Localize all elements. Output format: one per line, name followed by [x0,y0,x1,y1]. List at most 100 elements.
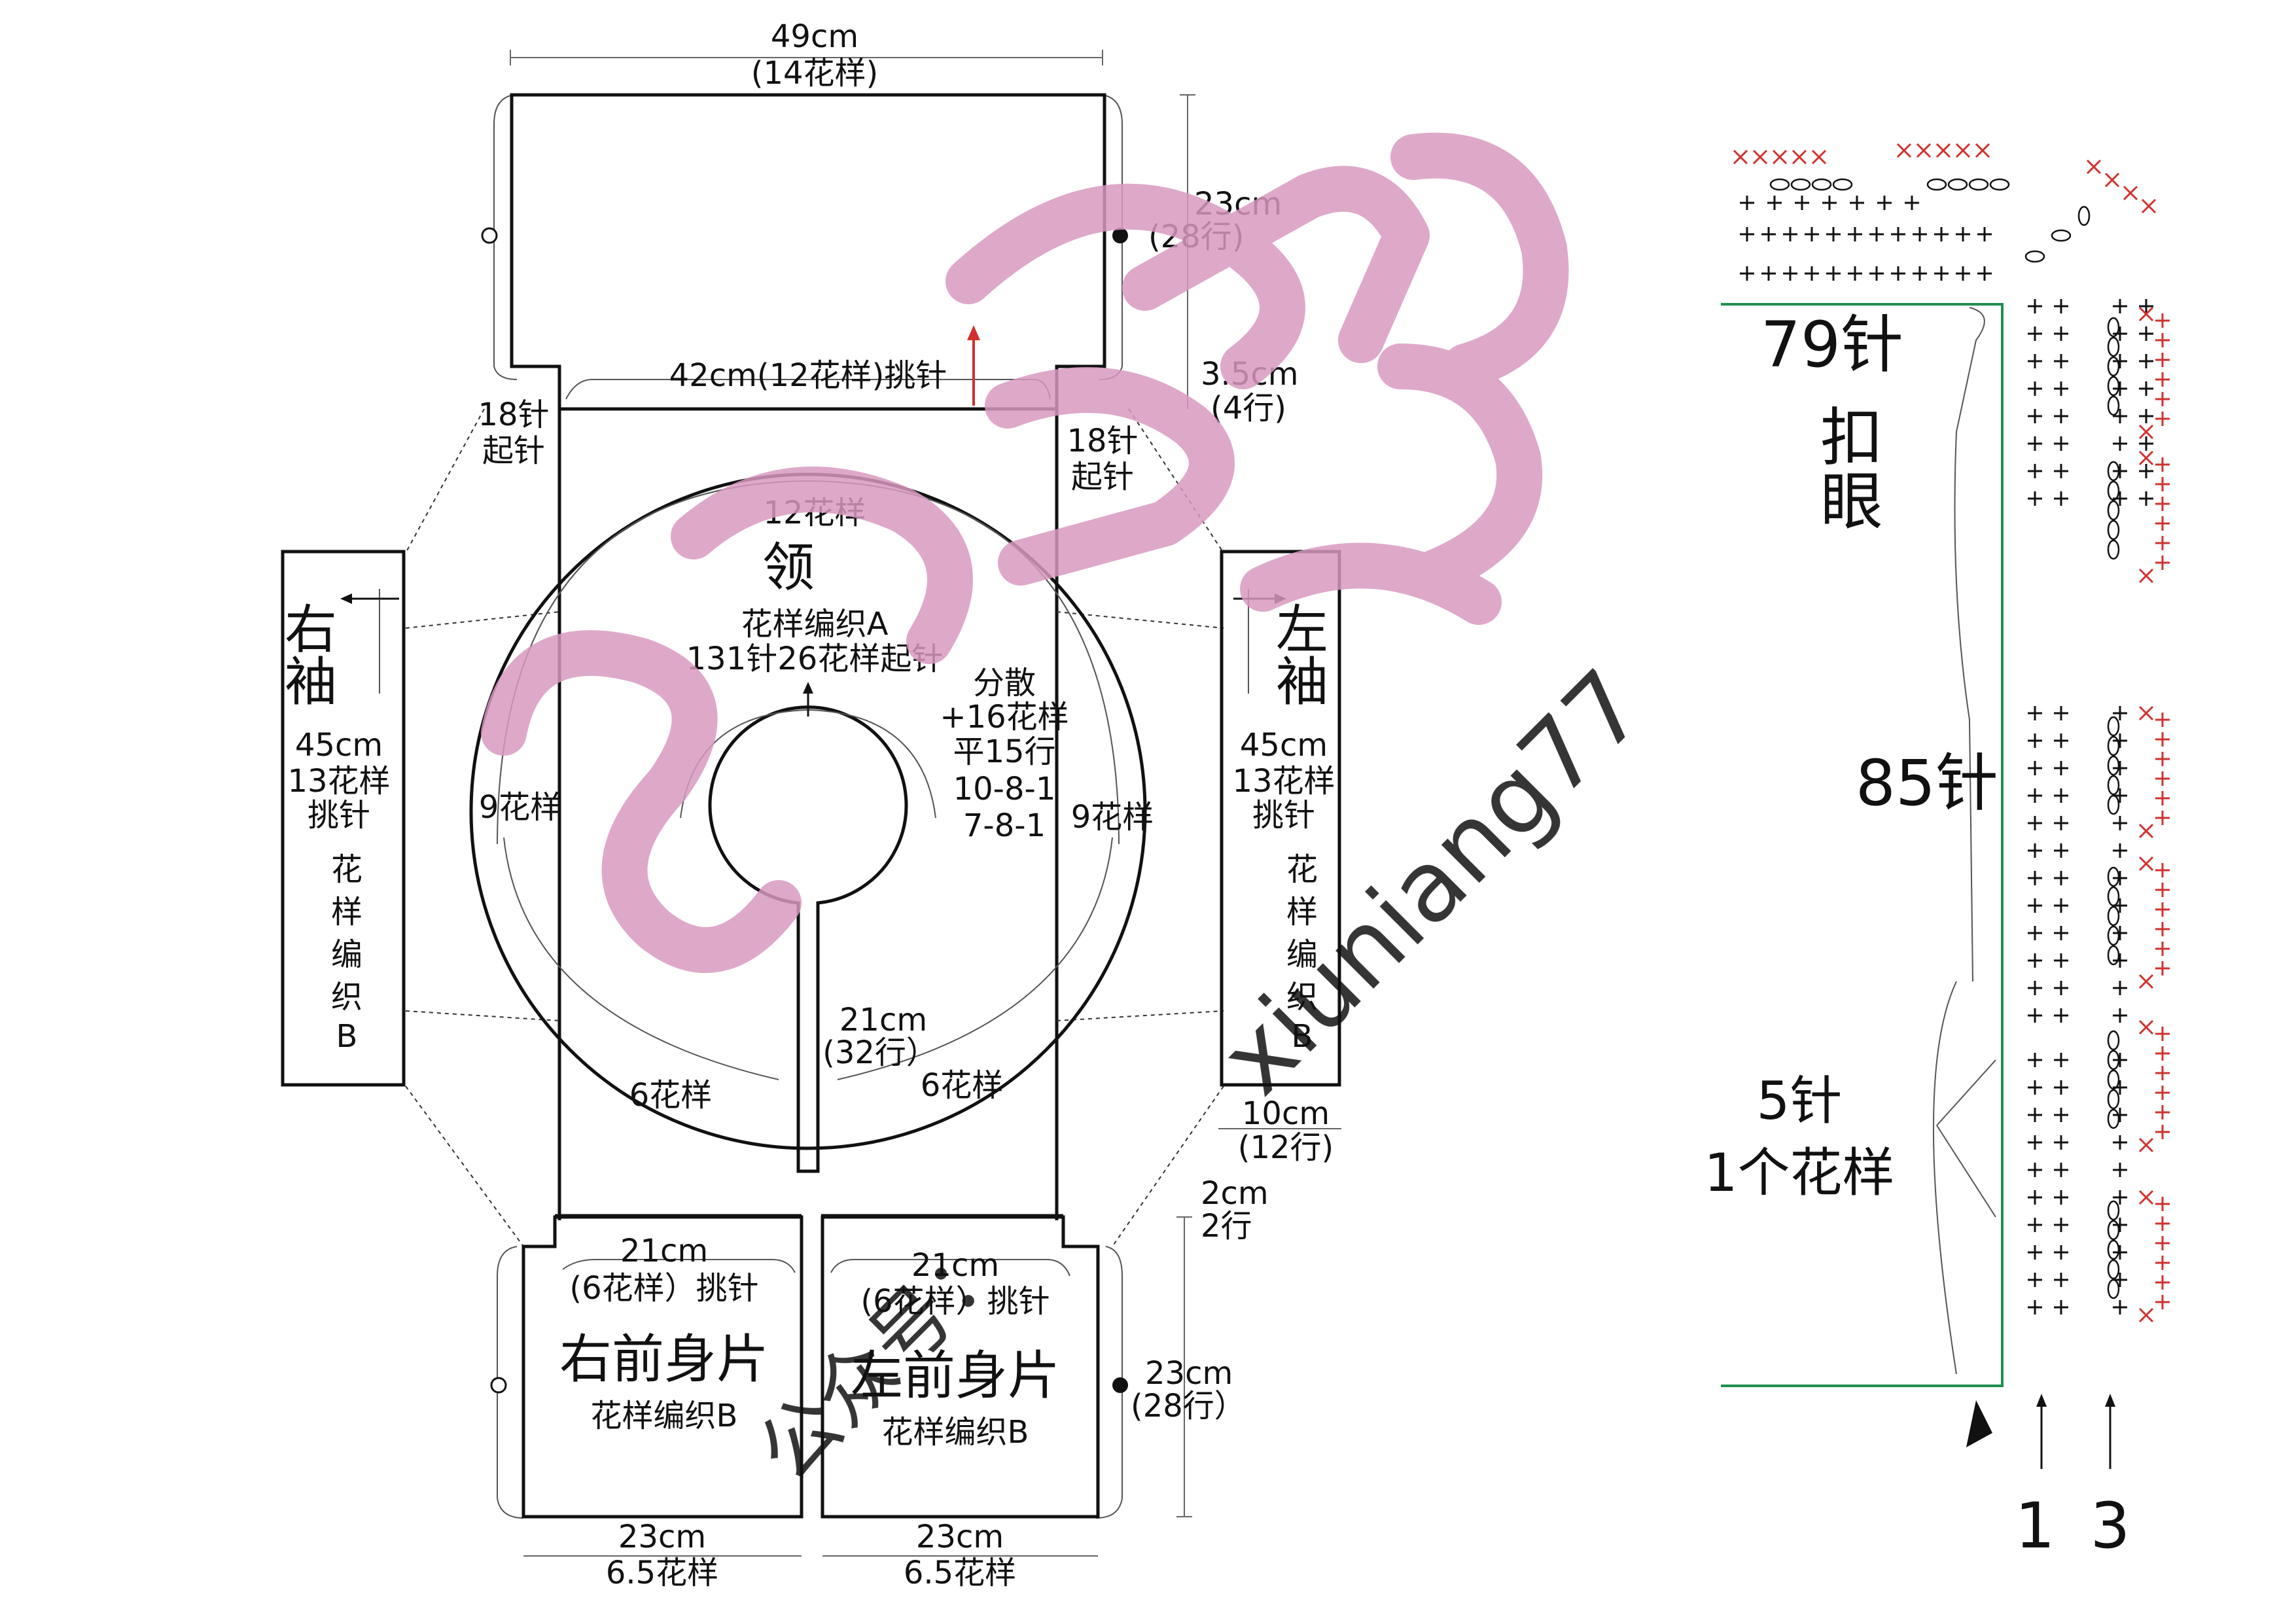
chain-stitch-symbol [2107,1200,2120,1221]
single-crochet-symbol [1848,266,1862,281]
reverse-crochet-symbol [1955,143,1971,158]
single-crochet-symbol [1767,196,1782,210]
collar-increase-3: 平15行 [953,733,1055,770]
chain-stitch-symbol [2107,480,2120,501]
single-crochet-symbol [1977,266,1992,281]
chain-stitch-symbol [2107,317,2120,338]
single-crochet-symbol [2113,981,2127,995]
single-crochet-symbol [2139,299,2153,313]
chain-stitch-symbol [1769,178,1790,191]
single-crochet-symbol [2054,1300,2068,1315]
single-crochet-symbol [1877,196,1892,210]
button-marker-icon [1112,228,1128,243]
single-crochet-symbol [2155,713,2170,727]
chain-stitch-symbol [2107,1089,2120,1110]
chain-stitch-symbol [1790,178,1811,191]
chain-stitch-symbol [2107,1220,2120,1241]
single-crochet-symbol [2113,1218,2127,1232]
single-crochet-symbol [2113,1135,2127,1150]
reverse-crochet-symbol [1752,149,1768,165]
single-crochet-symbol [2028,953,2042,968]
back-width-label: 49cm [771,18,858,55]
chain-stitch-symbol [2107,1239,2120,1260]
button-marker-icon [1112,1377,1128,1393]
single-crochet-symbol [2028,464,2042,478]
single-crochet-symbol [1826,227,1841,241]
single-crochet-symbol [2155,516,2170,531]
single-crochet-symbol [2028,1008,2042,1023]
row-3-arrow-icon [2105,1394,2115,1407]
single-crochet-symbol [2155,1086,2170,1100]
watermark-text: xiuniang77 [1199,649,1666,1116]
single-crochet-symbol [2139,464,2153,478]
chain-stitch-symbol [2107,866,2120,887]
single-crochet-symbol [2113,761,2127,775]
single-crochet-symbol [2155,457,2170,472]
collar-increase-1: 分散 [973,665,1036,701]
reverse-crochet-symbol [2104,172,2120,188]
single-crochet-symbol [2054,981,2068,995]
single-crochet-symbol [2113,1108,2127,1122]
crochet-stitch-grid [1733,143,2170,1323]
single-crochet-symbol [2028,1053,2042,1067]
single-crochet-symbol [2028,1273,2042,1287]
left-sleeve-length-rows: (12行) [1238,1129,1334,1166]
collar: 12花样 领 花样编织A 131针26花样起针 分散 +16花样 平15行 10… [469,472,1154,1173]
reverse-crochet-symbol [2138,705,2154,721]
left-sleeve-title-2: 袖 [1276,652,1328,713]
single-crochet-symbol [2155,556,2170,570]
single-crochet-symbol [1977,227,1992,241]
chain-stitch-symbol [2107,395,2120,416]
single-crochet-symbol [2054,733,2068,748]
single-crochet-symbol [2054,1273,2068,1287]
single-crochet-symbol [2113,1053,2127,1067]
chain-stitch-symbol [2107,755,2120,776]
left-sleeve-patterns: 13花样 [1232,763,1335,800]
single-crochet-symbol [2028,1108,2042,1122]
right-sleeve-patterns: 13花样 [287,763,390,800]
chain-stitch-symbol [1926,178,1947,191]
single-crochet-symbol [2155,922,2170,936]
single-crochet-symbol [2139,381,2153,396]
left-front-bottom-width: 23cm [916,1519,1004,1555]
single-crochet-symbol [2054,761,2068,775]
left-front-pickup-width: 21cm [911,1247,999,1284]
shoulder-height-rows: (4行) [1210,390,1286,427]
repeat-label: 1个花样 [1704,1142,1895,1203]
cast-on-left-label: 起针 [482,432,545,469]
single-crochet-symbol [2155,392,2170,406]
right-sleeve-title-1: 右 [285,599,337,660]
single-crochet-symbol [1850,196,1864,210]
single-crochet-symbol [2028,788,2042,803]
reverse-crochet-symbol [2138,450,2154,466]
left-sleeve-width: 45cm [1240,727,1328,764]
single-crochet-symbol [2028,1135,2042,1150]
single-crochet-symbol [2054,926,2068,940]
chain-stitch-symbol [2107,376,2120,397]
right-front-bottom-patterns: 6.5花样 [606,1555,718,1591]
single-crochet-symbol [2028,436,2042,451]
single-crochet-symbol [2054,1163,2068,1177]
single-crochet-symbol [2155,863,2170,877]
cast-on-right-label: 起针 [1071,459,1134,495]
single-crochet-symbol [1848,227,1862,241]
single-crochet-symbol [1956,227,1970,241]
chain-stitch-symbol [2107,945,2120,966]
single-crochet-symbol [2113,327,2127,341]
right-sleeve-pattern-char: 织 [331,979,362,1015]
left-sleeve-pattern-char: B [1292,1018,1313,1055]
reverse-crochet-symbol [2138,306,2154,322]
reverse-crochet-symbol [1916,143,1932,158]
single-crochet-symbol [1869,227,1884,241]
single-crochet-symbol [1913,266,1927,281]
reverse-crochet-symbol [2138,823,2154,839]
sleeve-direction-arrow-icon [340,593,352,604]
chain-stitch-symbol [1832,178,1853,191]
single-crochet-symbol [2155,752,2170,766]
reverse-crochet-symbol [2138,856,2154,872]
single-crochet-symbol [1740,227,1754,241]
single-crochet-symbol [2155,961,2170,976]
single-crochet-symbol [2113,1190,2127,1205]
single-crochet-symbol [1934,266,1949,281]
collar-pattern-name: 花样编织A [741,606,889,643]
